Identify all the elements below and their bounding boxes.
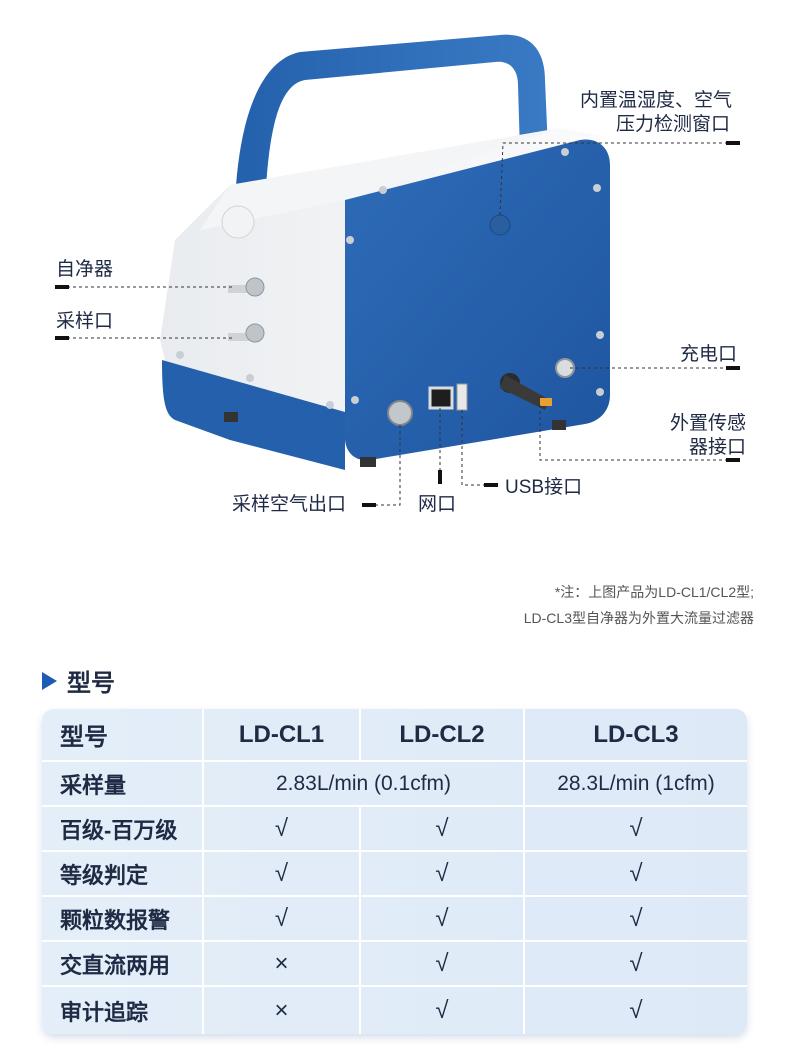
row-label: 等级判定 (42, 850, 204, 897)
table-cell: √ (523, 940, 747, 987)
footnote: *注：上图产品为LD-CL1/CL2型; LD-CL3型自净器为外置大流量过滤器 (523, 584, 754, 626)
callout-network-port: 网口 (418, 494, 457, 515)
table-cell: √ (523, 895, 747, 942)
row-label: 颗粒数报警 (42, 895, 204, 942)
callout-usb-port: USB接口 (505, 477, 583, 498)
callout-sampling-port: 采样口 (56, 311, 114, 332)
table-cell: × (202, 940, 361, 987)
table-header-row: 型号 LD-CL1 LD-CL2 LD-CL3 (42, 709, 747, 762)
table-cell: √ (523, 850, 747, 897)
header-cell: LD-CL2 (359, 709, 525, 762)
row-label: 审计追踪 (42, 985, 204, 1034)
header-cell: LD-CL3 (523, 709, 747, 762)
table-cell: √ (202, 805, 361, 852)
section-title: 型号 (42, 663, 115, 698)
row-label: 交直流两用 (42, 940, 204, 987)
table-cell: √ (359, 805, 525, 852)
table-cell: √ (202, 850, 361, 897)
table-row: 颗粒数报警 √ √ √ (42, 895, 747, 942)
header-cell: 型号 (42, 709, 204, 762)
table-row: 交直流两用 × √ √ (42, 940, 747, 987)
table-cell: 2.83L/min (0.1cfm) (202, 760, 525, 807)
callout-charging-port: 充电口 (680, 344, 738, 365)
table-cell: √ (359, 940, 525, 987)
table-cell: √ (359, 850, 525, 897)
table-cell: √ (359, 985, 525, 1034)
header-cell: LD-CL1 (202, 709, 361, 762)
device-illustration (55, 34, 740, 507)
table-row: 采样量 2.83L/min (0.1cfm) 28.3L/min (1cfm) (42, 760, 747, 807)
row-label: 采样量 (42, 760, 204, 807)
callout-exhaust-port: 采样空气出口 (232, 494, 347, 515)
callout-self-purifier: 自净器 (56, 259, 114, 280)
table-cell: √ (359, 895, 525, 942)
table-cell: √ (523, 985, 747, 1034)
triangle-bullet-icon (42, 671, 57, 690)
table-cell: √ (523, 805, 747, 852)
table-row: 百级-百万级 √ √ √ (42, 805, 747, 852)
row-label: 百级-百万级 (42, 805, 204, 852)
table-row: 审计追踪 × √ √ (42, 985, 747, 1034)
table-cell: × (202, 985, 361, 1034)
callout-external-sensor: 外置传感 器接口 (669, 413, 746, 458)
model-comparison-table: 型号 LD-CL1 LD-CL2 LD-CL3 采样量 2.83L/min (0… (42, 709, 747, 1034)
table-cell: 28.3L/min (1cfm) (523, 760, 747, 807)
callout-sensor-port: 内置温湿度、空气 压力检测窗口 (580, 90, 733, 135)
table-row: 等级判定 √ √ √ (42, 850, 747, 897)
table-cell: √ (202, 895, 361, 942)
